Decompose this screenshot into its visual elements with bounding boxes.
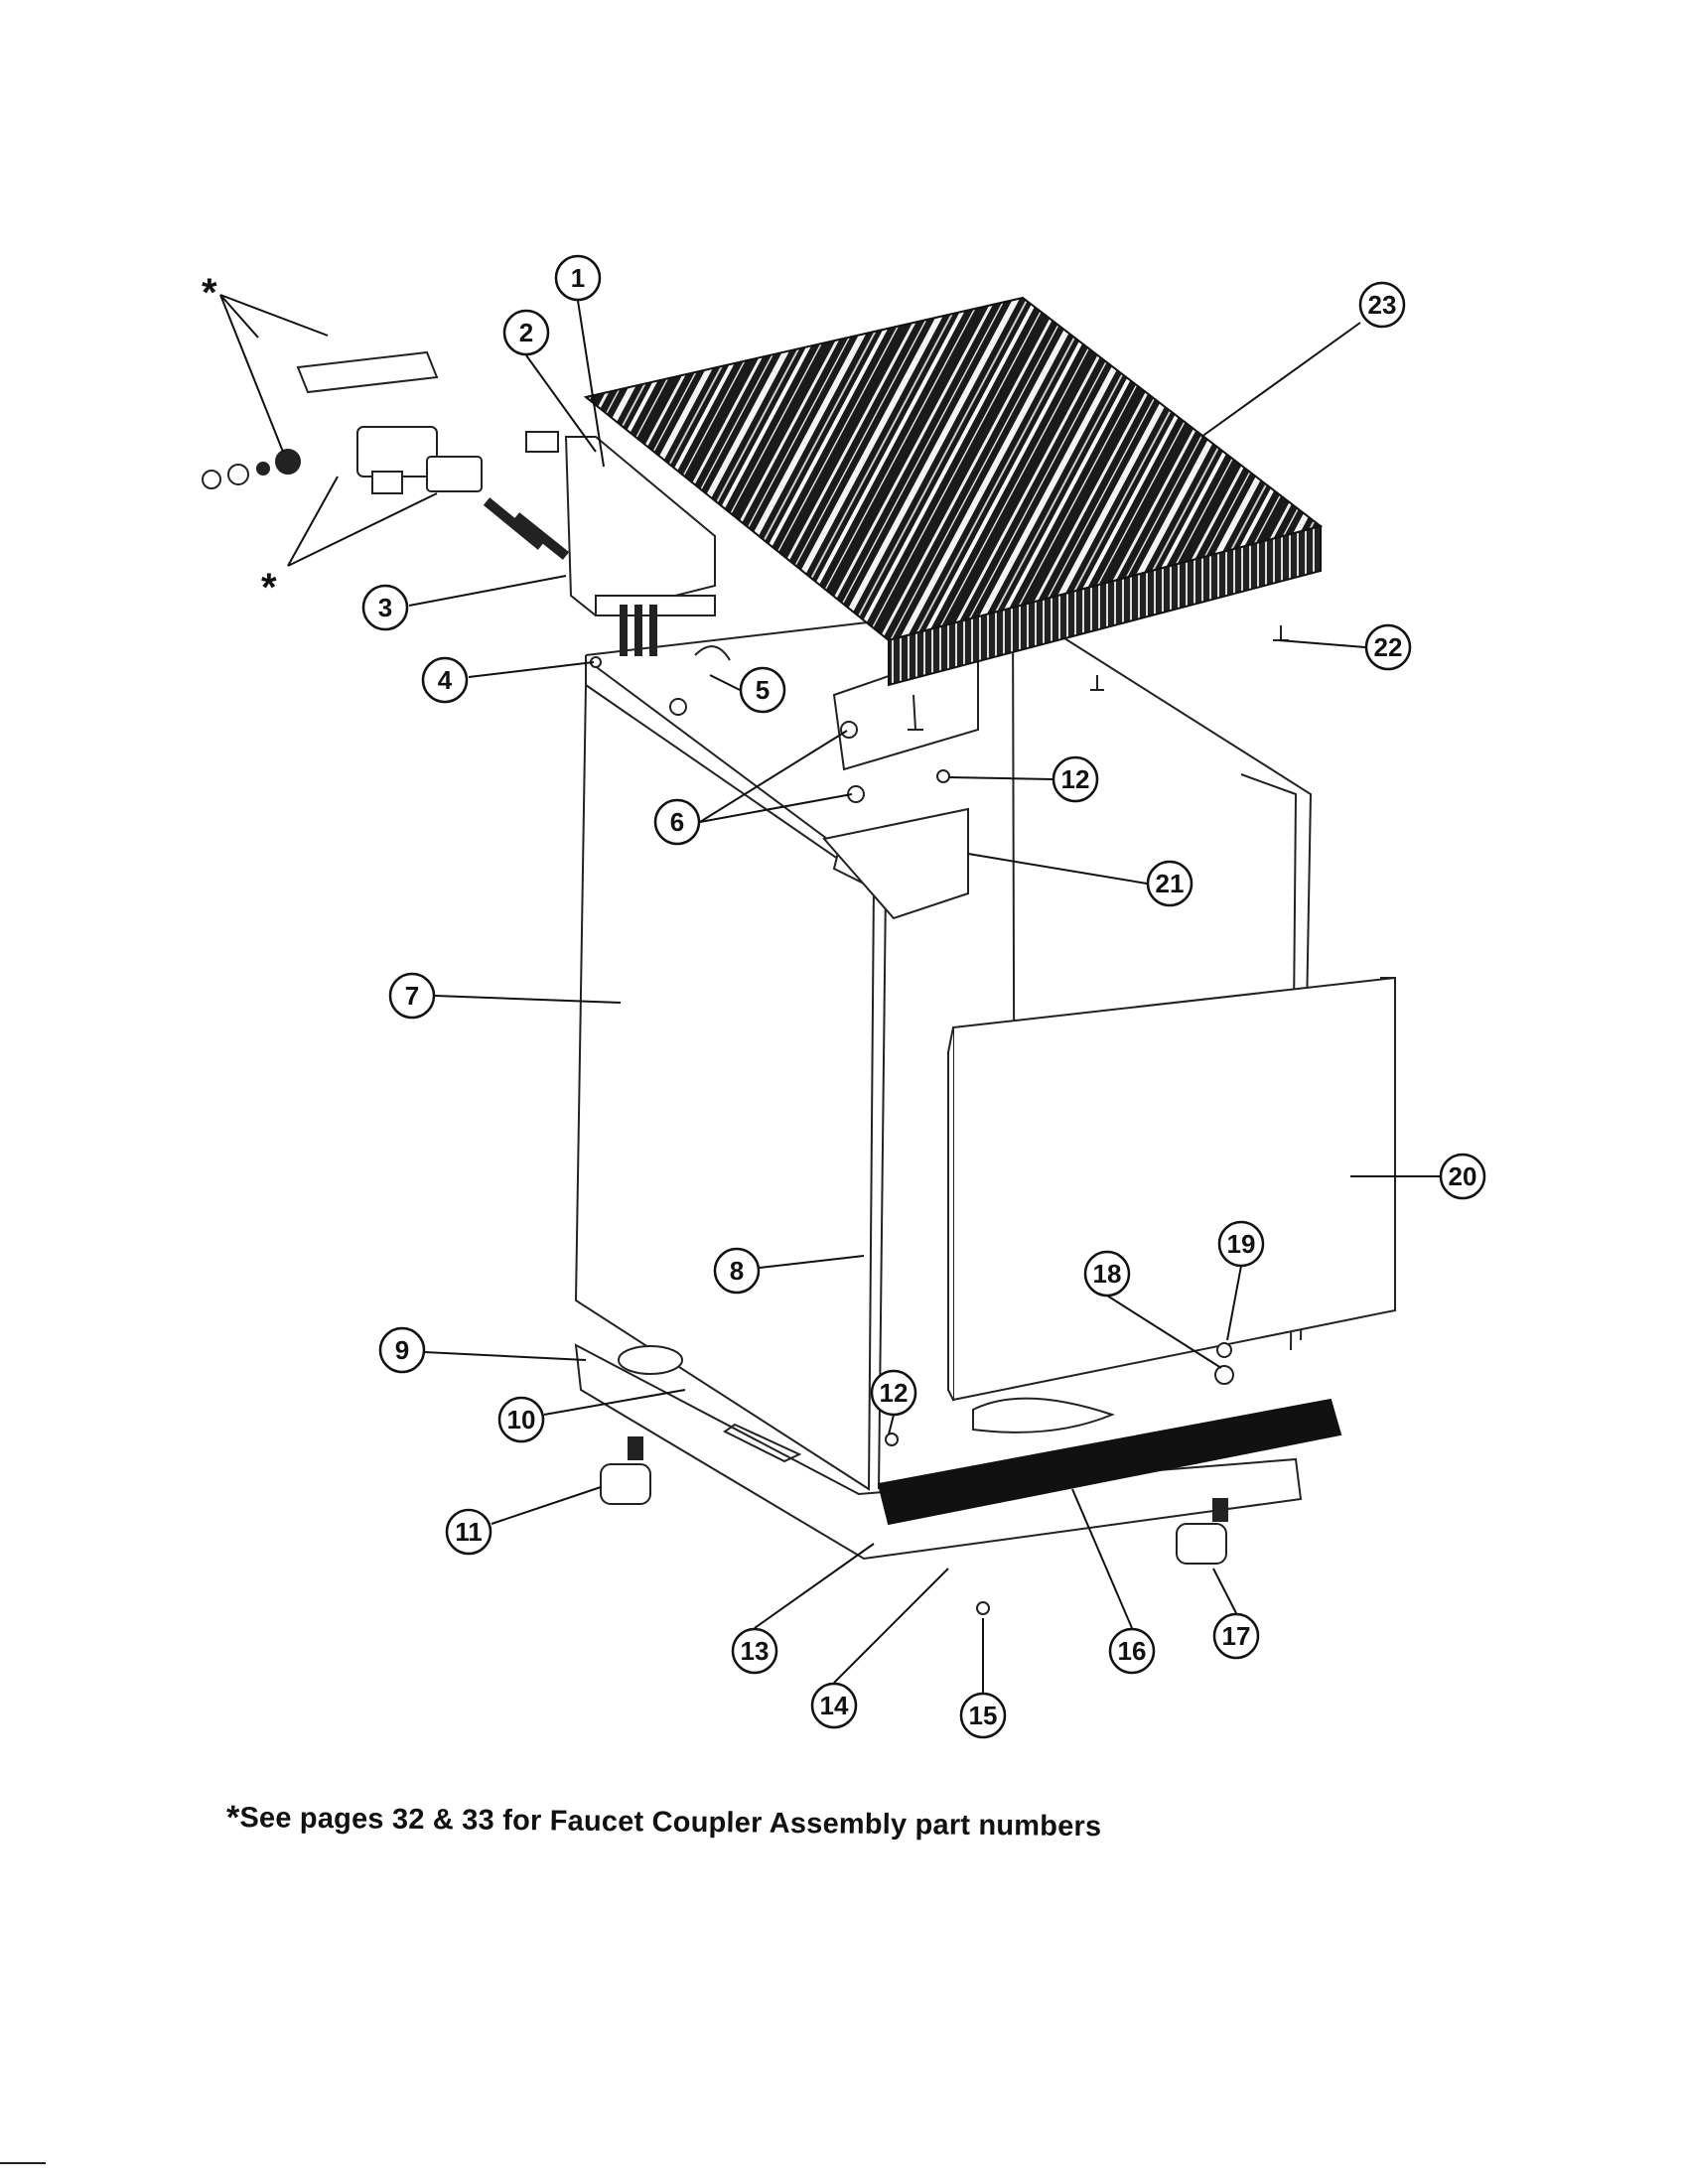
- callout-23: 23: [1358, 281, 1406, 329]
- svg-text:14: 14: [820, 1691, 849, 1720]
- svg-text:13: 13: [741, 1636, 770, 1666]
- front-panel: [947, 976, 1396, 1402]
- svg-text:12: 12: [880, 1378, 909, 1408]
- svg-text:1: 1: [571, 263, 585, 293]
- callout-22: 22: [1364, 623, 1412, 671]
- svg-text:6: 6: [670, 807, 684, 837]
- footnote-text: See pages 32 & 33 for Faucet Coupler Ass…: [239, 1802, 1102, 1843]
- footnote-marker: *: [225, 1799, 240, 1838]
- callout-16: 16: [1108, 1627, 1156, 1675]
- back-insulation-panel: [822, 807, 969, 920]
- callout-17: 17: [1212, 1612, 1260, 1660]
- callout-21: 21: [1146, 860, 1193, 907]
- callout-18: 18: [1083, 1250, 1131, 1297]
- svg-text:16: 16: [1118, 1636, 1147, 1666]
- faucet-coupler-parts: [202, 350, 570, 560]
- leader-lines: [219, 294, 1440, 1693]
- callout-3: 3: [361, 584, 409, 631]
- svg-text:15: 15: [969, 1701, 998, 1730]
- callout-7: 7: [388, 972, 436, 1020]
- svg-text:4: 4: [438, 665, 453, 695]
- cabinet-body: [574, 604, 1313, 1491]
- hardware-screws: [590, 625, 1289, 1615]
- callout-20: 20: [1439, 1153, 1486, 1200]
- callout-13: 13: [731, 1627, 778, 1675]
- cabinet-base: [574, 1343, 1303, 1561]
- asterisk-marker-bottom: *: [261, 566, 277, 610]
- callout-5: 5: [739, 666, 786, 714]
- svg-text:21: 21: [1156, 869, 1185, 898]
- callout-14: 14: [810, 1682, 858, 1729]
- svg-text:9: 9: [395, 1335, 409, 1365]
- svg-text:5: 5: [756, 675, 770, 705]
- motor-mount: [618, 1345, 683, 1375]
- wood-top: [583, 296, 1324, 687]
- callout-9: 9: [378, 1326, 426, 1374]
- callout-10: 10: [497, 1396, 545, 1443]
- svg-text:8: 8: [730, 1256, 744, 1286]
- side-panel: [574, 683, 876, 1491]
- svg-text:22: 22: [1374, 632, 1403, 662]
- svg-text:18: 18: [1093, 1259, 1122, 1289]
- callout-8: 8: [713, 1247, 761, 1295]
- callout-1: 1: [554, 254, 602, 302]
- svg-text:19: 19: [1227, 1229, 1256, 1259]
- svg-text:3: 3: [378, 593, 392, 622]
- callout-12-upper: 12: [1052, 755, 1099, 803]
- svg-text:11: 11: [455, 1517, 483, 1547]
- control-box: [564, 436, 716, 656]
- callout-12-lower: 12: [870, 1369, 917, 1417]
- asterisk-marker-top: *: [202, 271, 217, 315]
- caster-right: [1176, 1498, 1228, 1565]
- callout-19: 19: [1217, 1220, 1265, 1268]
- callout-4: 4: [421, 656, 469, 704]
- callout-2: 2: [502, 309, 550, 356]
- svg-text:7: 7: [405, 981, 419, 1011]
- caster-left: [600, 1436, 651, 1505]
- svg-text:17: 17: [1222, 1621, 1251, 1651]
- callout-6: 6: [653, 798, 701, 846]
- svg-text:20: 20: [1449, 1161, 1477, 1191]
- callouts: 1 2 3 4 5 6 7 8: [361, 254, 1486, 1739]
- svg-text:10: 10: [507, 1405, 536, 1434]
- callout-15: 15: [959, 1692, 1007, 1739]
- page-corner-rule: [0, 2162, 46, 2164]
- svg-text:23: 23: [1368, 290, 1397, 320]
- kick-plate: [877, 1398, 1342, 1526]
- svg-text:12: 12: [1061, 764, 1090, 794]
- svg-text:2: 2: [519, 318, 533, 347]
- callout-11: 11: [445, 1508, 492, 1556]
